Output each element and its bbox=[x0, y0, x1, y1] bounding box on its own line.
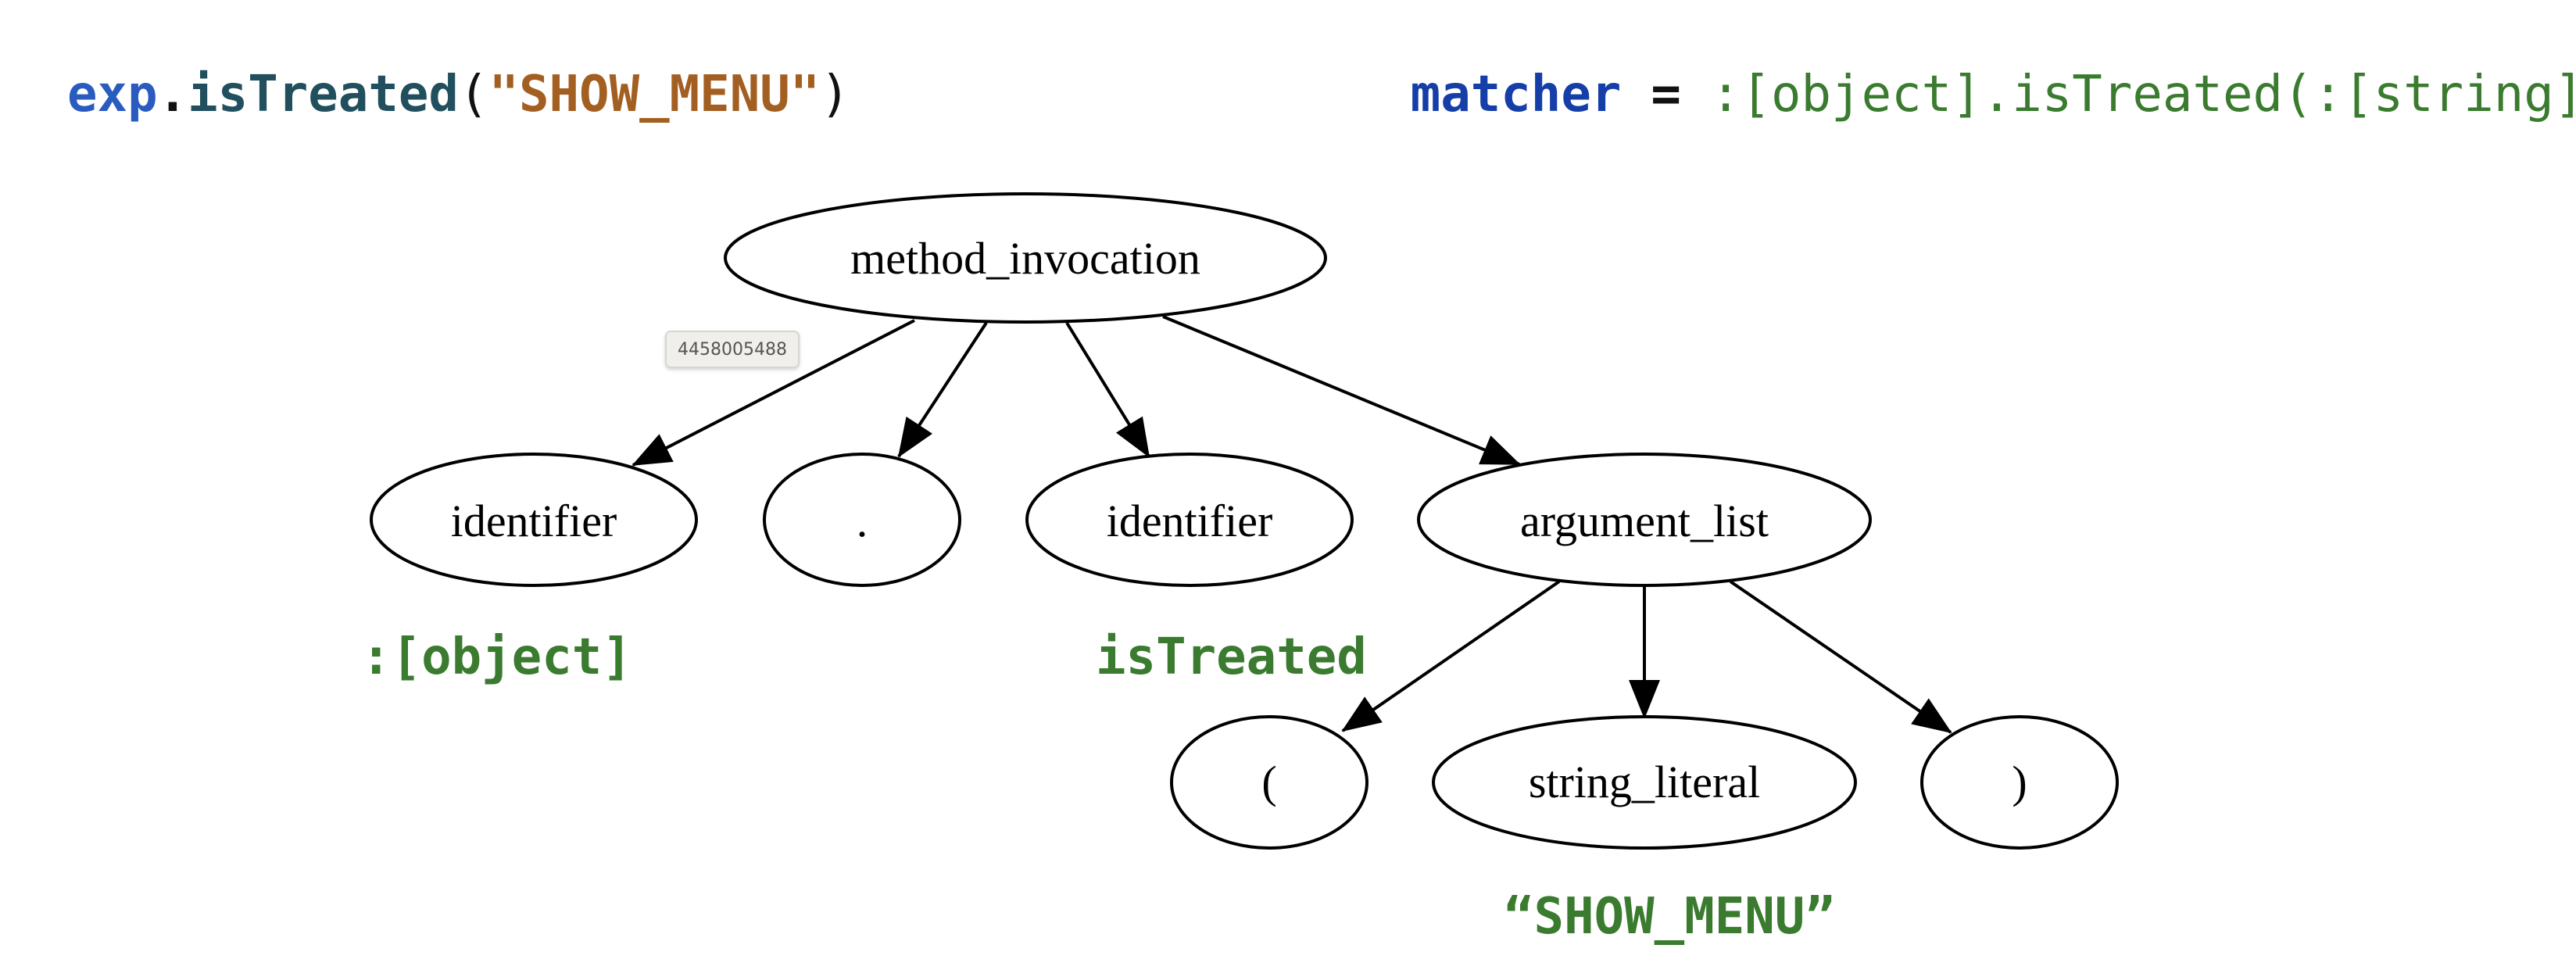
id-badge: 4458005488 bbox=[665, 331, 800, 368]
edge-root-identifier2 bbox=[1065, 321, 1150, 458]
edge-args-open bbox=[1341, 580, 1561, 732]
matcher-equals: = bbox=[1651, 66, 1681, 123]
annotation-object: :[object] bbox=[361, 628, 632, 686]
label-dot: . bbox=[857, 496, 868, 546]
annotation-string: “SHOW_MENU” bbox=[1504, 888, 1835, 946]
node-close-paren bbox=[1920, 715, 2119, 850]
label-method-invocation: method_invocation bbox=[850, 233, 1200, 284]
tree-edges bbox=[631, 315, 1952, 734]
edge-args-close bbox=[1729, 580, 1952, 734]
code-open-paren: ( bbox=[459, 66, 489, 123]
node-argument-list bbox=[1417, 453, 1872, 587]
label-open-paren: ( bbox=[1261, 757, 1276, 807]
label-identifier-2: identifier bbox=[1107, 496, 1273, 546]
node-open-paren bbox=[1170, 715, 1368, 850]
node-identifier-2 bbox=[1025, 453, 1354, 587]
node-identifier-1 bbox=[370, 453, 698, 587]
annotation-method: isTreated bbox=[1096, 628, 1367, 686]
label-argument-list: argument_list bbox=[1520, 496, 1769, 546]
label-identifier-1: identifier bbox=[451, 496, 617, 546]
id-badge-background bbox=[665, 331, 800, 368]
source-expression: exp.isTreated("SHOW_MENU") bbox=[67, 66, 850, 123]
code-exp: exp bbox=[67, 66, 158, 123]
tree-nodes bbox=[370, 192, 2119, 850]
node-dot bbox=[763, 453, 961, 587]
node-labels: method_invocation identifier . identifie… bbox=[451, 233, 2027, 807]
code-close-paren: ) bbox=[820, 66, 850, 123]
code-string-arg: "SHOW_MENU" bbox=[488, 66, 820, 123]
matcher-annotations: :[object] isTreated “SHOW_MENU” bbox=[361, 628, 1835, 946]
matcher-name: matcher bbox=[1411, 66, 1622, 123]
code-dot: . bbox=[158, 66, 188, 123]
label-close-paren: ) bbox=[2012, 757, 2027, 807]
id-badge-text: 4458005488 bbox=[678, 340, 787, 360]
edge-root-dot bbox=[897, 321, 988, 458]
matcher-pattern: :[object].isTreated(:[string]) bbox=[1711, 66, 2576, 123]
label-string-literal: string_literal bbox=[1529, 757, 1760, 807]
code-method: isTreated bbox=[188, 66, 459, 123]
matcher-expression: matcher = :[object].isTreated(:[string]) bbox=[1260, 66, 2576, 123]
edge-root-identifier1 bbox=[631, 319, 915, 467]
node-method-invocation bbox=[724, 192, 1327, 324]
node-string-literal bbox=[1432, 715, 1857, 850]
edge-root-argument-list bbox=[1162, 315, 1521, 466]
